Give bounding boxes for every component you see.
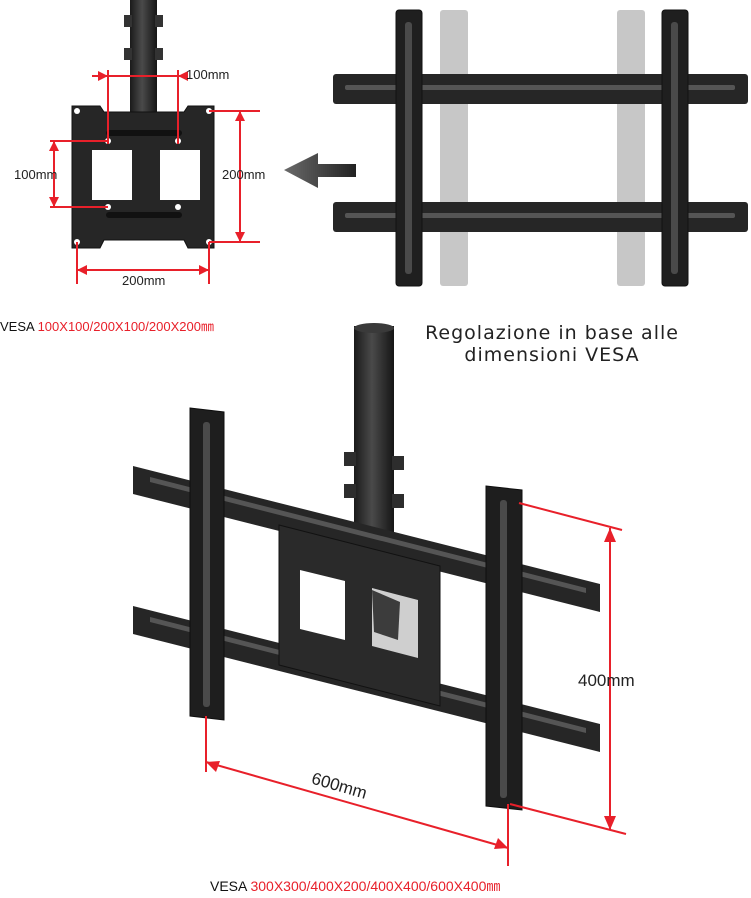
plate-cutout <box>160 150 200 200</box>
dim-label-400: 400mm <box>578 671 635 690</box>
vesa-small-spec: VESA 100X100/200X100/200X200㎜ <box>0 316 214 335</box>
pole-bolt <box>155 48 163 60</box>
plate-hole <box>74 108 80 114</box>
arm-slot <box>203 422 210 707</box>
rail-slot <box>345 85 735 90</box>
dim-label-left-100: 100mm <box>14 167 57 182</box>
caption-line-2: dimensioni VESA <box>464 344 640 366</box>
caption-line-1: Regolazione in base alle <box>425 322 679 344</box>
plate-slot <box>106 130 182 136</box>
vesa-adjustment-caption: Regolazione in base alle dimensioni VESA <box>418 322 686 366</box>
ceiling-pole <box>354 326 394 541</box>
pole-bolt <box>344 452 356 466</box>
large-dimensions <box>205 502 627 866</box>
dim-label-right-200: 200mm <box>222 167 265 182</box>
vesa-small-values: 100X100/200X100/200X200㎜ <box>37 319 214 334</box>
pole-bolt <box>155 15 163 27</box>
left-arrow-icon <box>284 153 356 188</box>
tilt-bracket <box>372 590 400 640</box>
vesa-prefix: VESA <box>0 319 38 334</box>
plate-hole <box>175 204 181 210</box>
pole-bolt <box>344 484 356 498</box>
pole-bolt <box>392 494 404 508</box>
plate-window <box>300 570 345 640</box>
bracket-front-view <box>333 9 748 287</box>
plate-slot <box>106 212 182 218</box>
pole-top <box>354 323 394 333</box>
vesa-large-spec: VESA 300X300/400X200/400X400/600X400㎜ <box>210 876 500 896</box>
dim-label-top-100: 100mm <box>186 67 229 82</box>
dim-label-600: 600mm <box>309 769 369 803</box>
vesa-prefix: VESA <box>210 878 251 894</box>
large-bracket-assembly <box>133 323 600 811</box>
pole-bolt <box>392 456 404 470</box>
ghost-arm <box>440 10 468 286</box>
pole-bolt <box>124 48 132 60</box>
small-plate-dimensions <box>49 70 260 284</box>
arm-slot <box>500 500 507 798</box>
small-plate-assembly <box>71 0 215 249</box>
pole-bolt <box>124 15 132 27</box>
ghost-arm <box>617 10 645 286</box>
vesa-large-values: 300X300/400X200/400X400/600X400㎜ <box>250 878 501 894</box>
center-vesa-plate <box>278 524 441 707</box>
dim-label-bottom-200: 200mm <box>122 273 165 288</box>
arm-slot <box>671 22 678 274</box>
plate-cutout <box>92 150 132 200</box>
rail-groove <box>150 477 586 593</box>
rail-slot <box>345 213 735 218</box>
arm-slot <box>405 22 412 274</box>
